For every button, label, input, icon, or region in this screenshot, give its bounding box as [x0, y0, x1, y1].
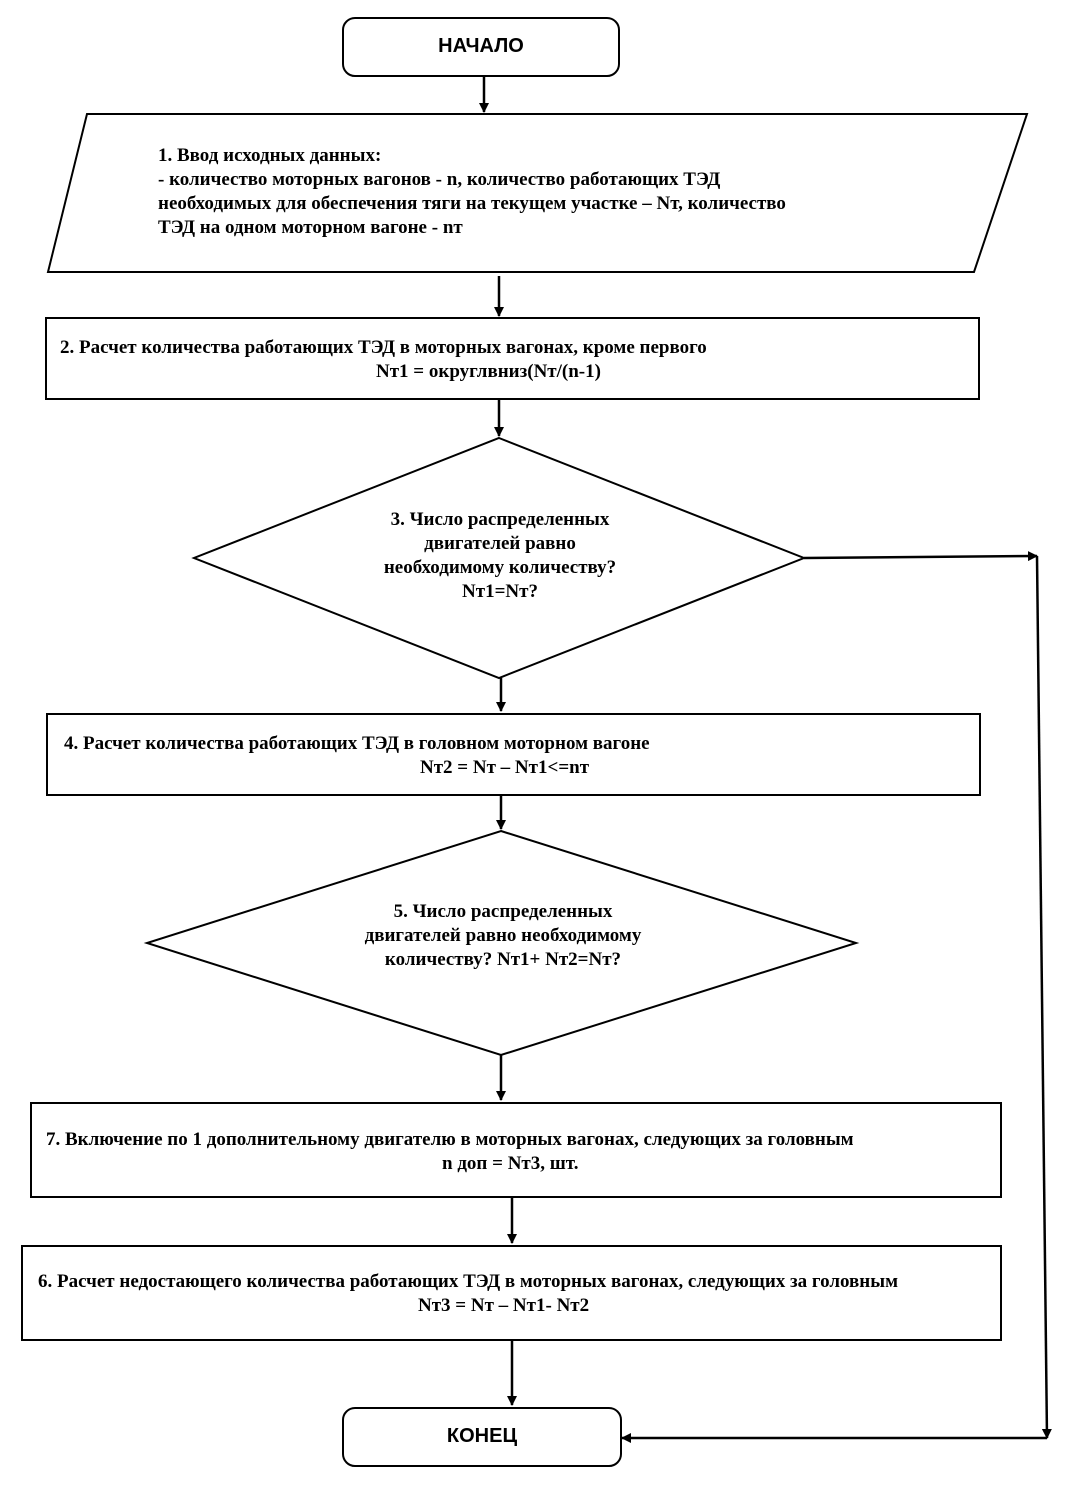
end-label: КОНЕЦ	[343, 1424, 621, 1448]
branch-right-vertical	[1035, 555, 1052, 1439]
step2-line-1: 2. Расчет количества работающих ТЭД в мо…	[60, 337, 707, 358]
branch-decision3-right	[803, 551, 1038, 562]
input-line-4: ТЭД на одном моторном вагоне - nт	[158, 217, 463, 238]
decision3-line-2: двигателей равно	[424, 533, 576, 554]
decision3-diamond	[191, 436, 807, 680]
input-line-1: 1. Ввод исходных данных:	[158, 145, 382, 166]
step2-line-2: Nт1 = округлвниз(Nт/(n-1)	[376, 361, 601, 382]
decision5-line-1: 5. Число распределенных	[393, 901, 613, 922]
start-label-text: НАЧАЛО	[438, 35, 524, 57]
decision5-line-2: двигателей равно необходимому	[364, 925, 642, 946]
step2-box	[45, 317, 980, 400]
step4-text: 4. Расчет количества работающих ТЭД в го…	[64, 732, 964, 780]
step7-line-2: n доп = Nт3, шт.	[442, 1153, 579, 1174]
step7-box	[30, 1102, 1002, 1198]
decision3-line-4: Nт1=Nт?	[462, 581, 538, 602]
step6-box	[21, 1245, 1002, 1341]
decision3-text: 3. Число распределенных двигателей равно…	[320, 508, 680, 604]
step6-line-1: 6. Расчет недостающего количества работа…	[38, 1271, 899, 1292]
input-text: 1. Ввод исходных данных: - количество мо…	[158, 144, 918, 240]
step4-box	[46, 713, 981, 796]
step4-line-1: 4. Расчет количества работающих ТЭД в го…	[64, 733, 650, 754]
step6-line-2: Nт3 = Nт – Nт1- Nт2	[418, 1295, 590, 1316]
input-line-3: необходимых для обеспечения тяги на теку…	[158, 193, 786, 214]
step7-text: 7. Включение по 1 дополнительному двигат…	[46, 1128, 991, 1176]
decision5-text: 5. Число распределенных двигателей равно…	[318, 900, 688, 972]
step2-text: 2. Расчет количества работающих ТЭД в мо…	[60, 336, 970, 384]
decision3-line-1: 3. Число распределенных	[390, 509, 610, 530]
decision3-line-3: необходимому количеству?	[383, 557, 617, 578]
end-label-text: КОНЕЦ	[446, 1425, 518, 1447]
start-label: НАЧАЛО	[343, 34, 619, 58]
end-terminal	[342, 1407, 622, 1467]
step4-line-2: Nт2 = Nт – Nт1<=nт	[420, 757, 590, 778]
step6-text: 6. Расчет недостающего количества работа…	[38, 1270, 993, 1318]
step7-line-1: 7. Включение по 1 дополнительному двигат…	[46, 1129, 854, 1150]
input-line-2: - количество моторных вагонов - n, колич…	[158, 169, 721, 190]
input-parallelogram	[46, 113, 1029, 273]
decision5-line-3: количеству? Nт1+ Nт2=Nт?	[384, 949, 622, 970]
start-terminal	[342, 17, 620, 77]
